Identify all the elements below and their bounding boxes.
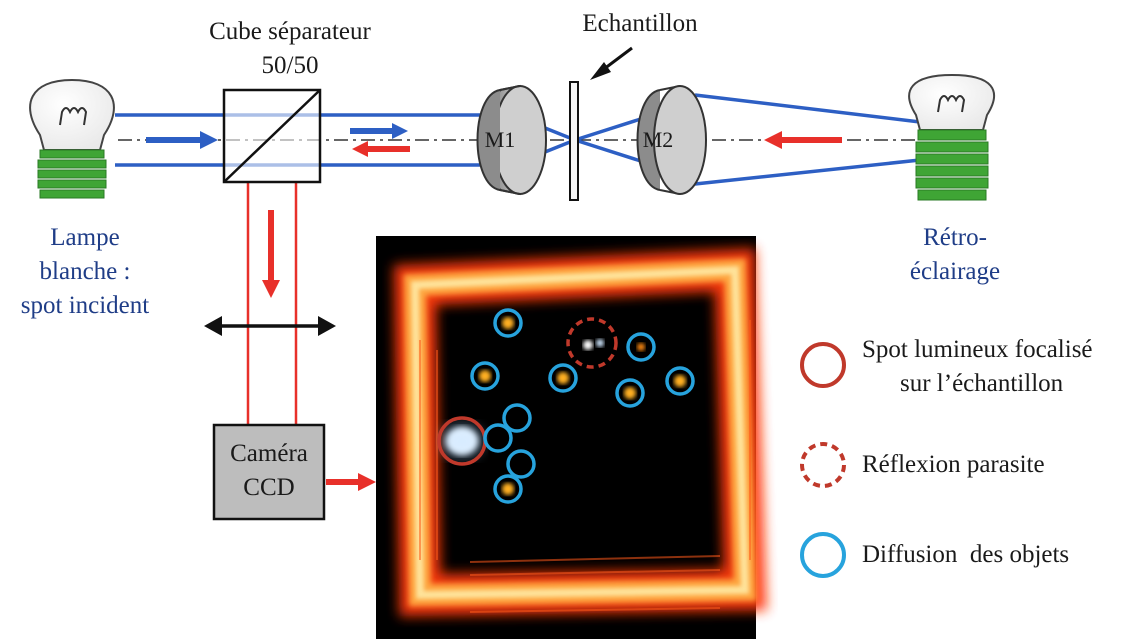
legend-dashed-red-circle-icon: [800, 442, 846, 488]
parasitic-reflection-marker: [566, 317, 618, 369]
sample-label: Echantillon: [582, 10, 698, 37]
ccd-camera: [212, 423, 326, 521]
blue-arrow-icon: [146, 131, 218, 149]
backlight-label-line1: Rétro-: [923, 224, 987, 251]
lamp-label-line3: spot incident: [20, 292, 150, 319]
lamp-label-line1: Lampe: [50, 224, 120, 251]
sample-pointer-arrow-icon: [590, 46, 633, 80]
camera-label-line1: Caméra: [230, 440, 308, 467]
legend-object-diffusion: Diffusion des objets: [862, 541, 1070, 568]
cube-label-line2: 50/50: [261, 52, 319, 79]
sample-plate: [569, 81, 579, 201]
blue-arrow-icon: [350, 123, 408, 139]
camera-label-line2: CCD: [243, 474, 295, 501]
lens-m2: [636, 85, 707, 195]
light-spots: [440, 317, 686, 495]
white-lamp-icon: [29, 78, 115, 199]
red-beams: [246, 182, 298, 425]
lamp-label-line2: blanche :: [39, 258, 131, 285]
ccd-camera-image: [376, 236, 767, 639]
diffusion-markers: [470, 308, 695, 504]
lens-m1-label: M1: [484, 127, 516, 152]
focus-translation-arrow-icon: [204, 316, 336, 336]
legend-focused-spot-line2: sur l’échantillon: [900, 370, 1064, 397]
lens-m1: [476, 84, 547, 196]
cube-label-line1: Cube séparateur: [209, 18, 371, 45]
legend-focused-spot-line1: Spot lumineux focalisé: [862, 336, 1093, 363]
legend-solid-red-circle-icon: [800, 342, 846, 388]
red-arrow-icon: [262, 210, 280, 298]
legend-blue-circle-icon: [800, 532, 846, 578]
legend-parasitic-reflection: Réflexion parasite: [862, 451, 1045, 478]
backlight-lamp-icon: [908, 73, 996, 201]
red-arrow-icon: [326, 473, 376, 491]
backlight-label-line2: éclairage: [909, 258, 1001, 285]
red-arrow-icon: [764, 131, 842, 149]
beam-splitter-cube: [222, 88, 322, 184]
red-arrow-icon: [352, 141, 410, 157]
lens-m2-label: M2: [642, 127, 674, 152]
